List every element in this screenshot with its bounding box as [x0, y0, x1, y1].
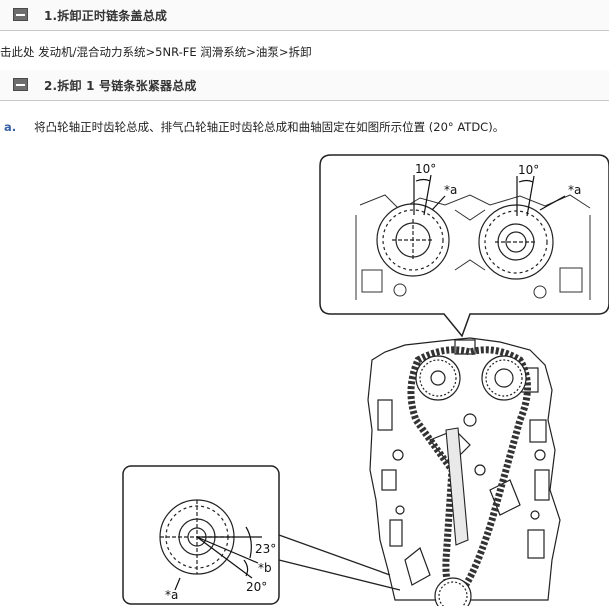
callout-intake-sprocket	[376, 203, 450, 277]
navigation-path-link[interactable]: 击此处 发动机/混合动力系统>5NR-FE 润滑系统>油泵>拆卸	[0, 45, 312, 59]
section-title: 2.拆卸 1 号链条张紧器总成	[44, 79, 197, 93]
step-marker: a.	[4, 120, 17, 134]
callout-right-mark-label: *a	[568, 183, 581, 197]
engine-block	[367, 337, 561, 601]
intake-cam-gear	[415, 355, 461, 401]
exhaust-cam-gear	[481, 355, 527, 401]
collapse-icon[interactable]	[13, 78, 28, 91]
callout-mark-a-label: *a	[165, 588, 178, 602]
callout-exhaust-sprocket	[478, 204, 554, 280]
step-instruction: a. 将凸轮轴正时齿轮总成、排气凸轮轴正时齿轮总成和曲轴固定在如图所示位置 (20…	[4, 119, 504, 135]
crankshaft-gear	[434, 577, 472, 606]
callout-mark-b-label: *b	[258, 561, 272, 575]
section-header-2[interactable]: 2.拆卸 1 号链条张紧器总成	[0, 70, 609, 101]
timing-chain	[407, 346, 531, 600]
section-header-1[interactable]: 1.拆卸正时链条盖总成	[0, 0, 609, 31]
section-title: 1.拆卸正时链条盖总成	[44, 9, 168, 23]
top-callout: 10° 10° *a *a	[319, 154, 609, 338]
callout-angle-23-label: 23°	[255, 542, 276, 556]
callout-left-angle-label: 10°	[415, 162, 436, 176]
chain-tensioner-slipper	[445, 427, 469, 546]
bottom-callout: 23° 20° *b *a	[122, 465, 401, 605]
collapse-icon[interactable]	[13, 8, 28, 21]
callout-angle-20-label: 20°	[246, 580, 267, 594]
callout-left-mark-label: *a	[444, 183, 457, 197]
step-text: 将凸轮轴正时齿轮总成、排气凸轮轴正时齿轮总成和曲轴固定在如图所示位置 (20° …	[34, 120, 505, 134]
callout-right-angle-label: 10°	[518, 163, 539, 177]
